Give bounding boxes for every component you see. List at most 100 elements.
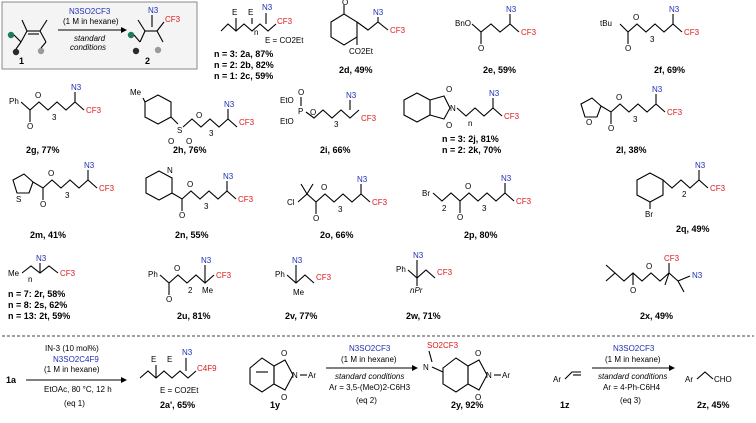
svg-text:N3: N3 [695, 161, 706, 170]
svg-text:O: O [475, 349, 481, 358]
svg-text:Ar: Ar [502, 371, 510, 380]
label-2l: 2l, 38% [616, 145, 647, 155]
svg-text:3: 3 [482, 204, 487, 213]
svg-text:CF3: CF3 [684, 28, 700, 37]
svg-text:n: n [254, 28, 258, 37]
label-2q: 2q, 49% [676, 224, 710, 234]
label-2u: 2u, 81% [177, 311, 211, 321]
compound-2h: Me S O O O 3 N3 CF3 2h, 76% [130, 88, 255, 155]
svg-text:1z: 1z [560, 400, 570, 410]
svg-text:O: O [281, 393, 287, 402]
svg-text:3: 3 [650, 35, 655, 44]
svg-text:N3: N3 [148, 6, 159, 15]
svg-text:CF3: CF3 [99, 184, 115, 193]
svg-text:standard conditions: standard conditions [598, 372, 667, 381]
conditions-line2: conditions [70, 43, 106, 52]
compound-2e: BnO O N3 CF3 2e, 59% [455, 5, 537, 75]
svg-text:E: E [167, 355, 172, 364]
svg-text:CF3: CF3 [664, 254, 680, 263]
svg-text:3: 3 [52, 113, 57, 122]
label-2h: 2h, 76% [173, 145, 207, 155]
svg-text:O: O [616, 93, 622, 102]
svg-text:3: 3 [209, 129, 214, 138]
svg-text:CF3: CF3 [521, 28, 537, 37]
label-2t: n = 13: 2t, 59% [8, 311, 70, 321]
dot-dark [12, 48, 20, 56]
conditions-line1: standard [74, 34, 106, 43]
svg-text:Br: Br [422, 189, 430, 198]
equation-1: 1a IN-3 (10 mol%) N3SO2C4F9 (1 M in hexa… [6, 344, 217, 410]
svg-text:(eq 1): (eq 1) [64, 399, 85, 408]
svg-text:N3: N3 [182, 348, 193, 357]
svg-text:P: P [298, 107, 303, 116]
svg-text:O: O [313, 214, 319, 223]
compound-2w: Ph N3 nPr CF3 2w, 71% [396, 251, 453, 321]
svg-text:N: N [486, 371, 492, 380]
svg-text:IN-3 (10 mol%): IN-3 (10 mol%) [45, 344, 99, 353]
label-2r: n = 7: 2r, 58% [8, 289, 65, 299]
compound-2a-2c: E E N3 CF3 n E = CO2Et n = 3: 2a, 87% n … [214, 3, 304, 81]
compound-2r-2t: Me n N3 CF3 n = 7: 2r, 58% n = 8: 2s, 62… [8, 254, 76, 321]
compound-2m: S O O 3 N3 CF3 2m, 41% [12, 161, 115, 240]
svg-text:O: O [48, 169, 54, 178]
svg-text:CF3: CF3 [437, 268, 453, 277]
svg-text:standard conditions: standard conditions [335, 372, 404, 381]
svg-text:O: O [40, 200, 46, 209]
svg-text:Ar: Ar [685, 375, 693, 384]
svg-text:CF3: CF3 [238, 195, 254, 204]
svg-text:CF3: CF3 [239, 118, 255, 127]
compound-2o: Cl O O 3 N3 CF3 2o, 66% [287, 175, 388, 240]
svg-text:O: O [646, 262, 652, 271]
svg-text:Me: Me [293, 288, 305, 297]
label-2a: n = 3: 2a, 87% [214, 49, 273, 59]
compound-2x: O O CF3 N3 2x, 49% [605, 254, 703, 321]
svg-text:Ph: Ph [148, 270, 158, 279]
compound-2p: Br 2 O O 3 N3 CF3 2p, 80% [422, 174, 532, 240]
svg-text:N3: N3 [489, 89, 500, 98]
svg-text:N3: N3 [357, 175, 368, 184]
svg-text:E: E [151, 355, 156, 364]
reagent-label: N3SO2CF3 [69, 7, 111, 16]
svg-text:Me: Me [202, 286, 214, 295]
svg-text:N3: N3 [501, 174, 512, 183]
svg-text:O: O [465, 182, 471, 191]
svg-text:CF3: CF3 [361, 114, 377, 123]
label-2b: n = 2: 2b, 82% [214, 60, 274, 70]
svg-text:BnO: BnO [455, 19, 471, 28]
svg-text:1a: 1a [6, 375, 17, 385]
svg-text:CF3: CF3 [710, 184, 726, 193]
svg-text:CF3: CF3 [86, 106, 102, 115]
svg-text:O: O [310, 108, 316, 117]
svg-text:CF3: CF3 [165, 15, 181, 24]
arrow-head [121, 27, 127, 33]
label-2d: 2d, 49% [339, 65, 373, 75]
svg-text:CF3: CF3 [372, 198, 388, 207]
label-2p: 2p, 80% [464, 230, 498, 240]
svg-text:3: 3 [65, 191, 70, 200]
svg-text:O: O [342, 0, 348, 7]
label-2c: n = 1: 2c, 59% [214, 71, 273, 81]
svg-text:1y: 1y [270, 400, 280, 410]
compound-2n: N O O 3 N3 CF3 2n, 55% [145, 166, 254, 240]
svg-text:O: O [475, 393, 481, 402]
substrate-1-structure [7, 19, 48, 56]
svg-text:O: O [446, 121, 452, 130]
svg-text:O: O [174, 264, 180, 273]
general-scheme: 1 N3SO2CF3 (1 M in hexane) standard cond… [1, 1, 198, 70]
svg-text:O: O [586, 118, 592, 127]
svg-text:Ar: Ar [308, 371, 316, 380]
product-2-structure: N3 CF3 [127, 6, 181, 55]
compound-2g: Ph O O 3 N3 CF3 2g, 77% [9, 83, 102, 155]
svg-text:CHO: CHO [714, 375, 732, 384]
svg-text:N3SO2CF3: N3SO2CF3 [349, 344, 391, 353]
svg-text:3: 3 [204, 202, 209, 211]
svg-text:3: 3 [334, 120, 339, 129]
svg-text:O: O [196, 111, 202, 120]
svg-text:N3: N3 [36, 254, 47, 263]
compound-2d: O N3 CF3 CO2Et 2d, 49% [330, 0, 406, 75]
svg-text:(1 M in hexane): (1 M in hexane) [44, 365, 100, 374]
label-2a-prime: 2a', 65% [160, 400, 195, 410]
svg-text:O: O [186, 137, 192, 146]
label-2x: 2x, 49% [640, 311, 673, 321]
